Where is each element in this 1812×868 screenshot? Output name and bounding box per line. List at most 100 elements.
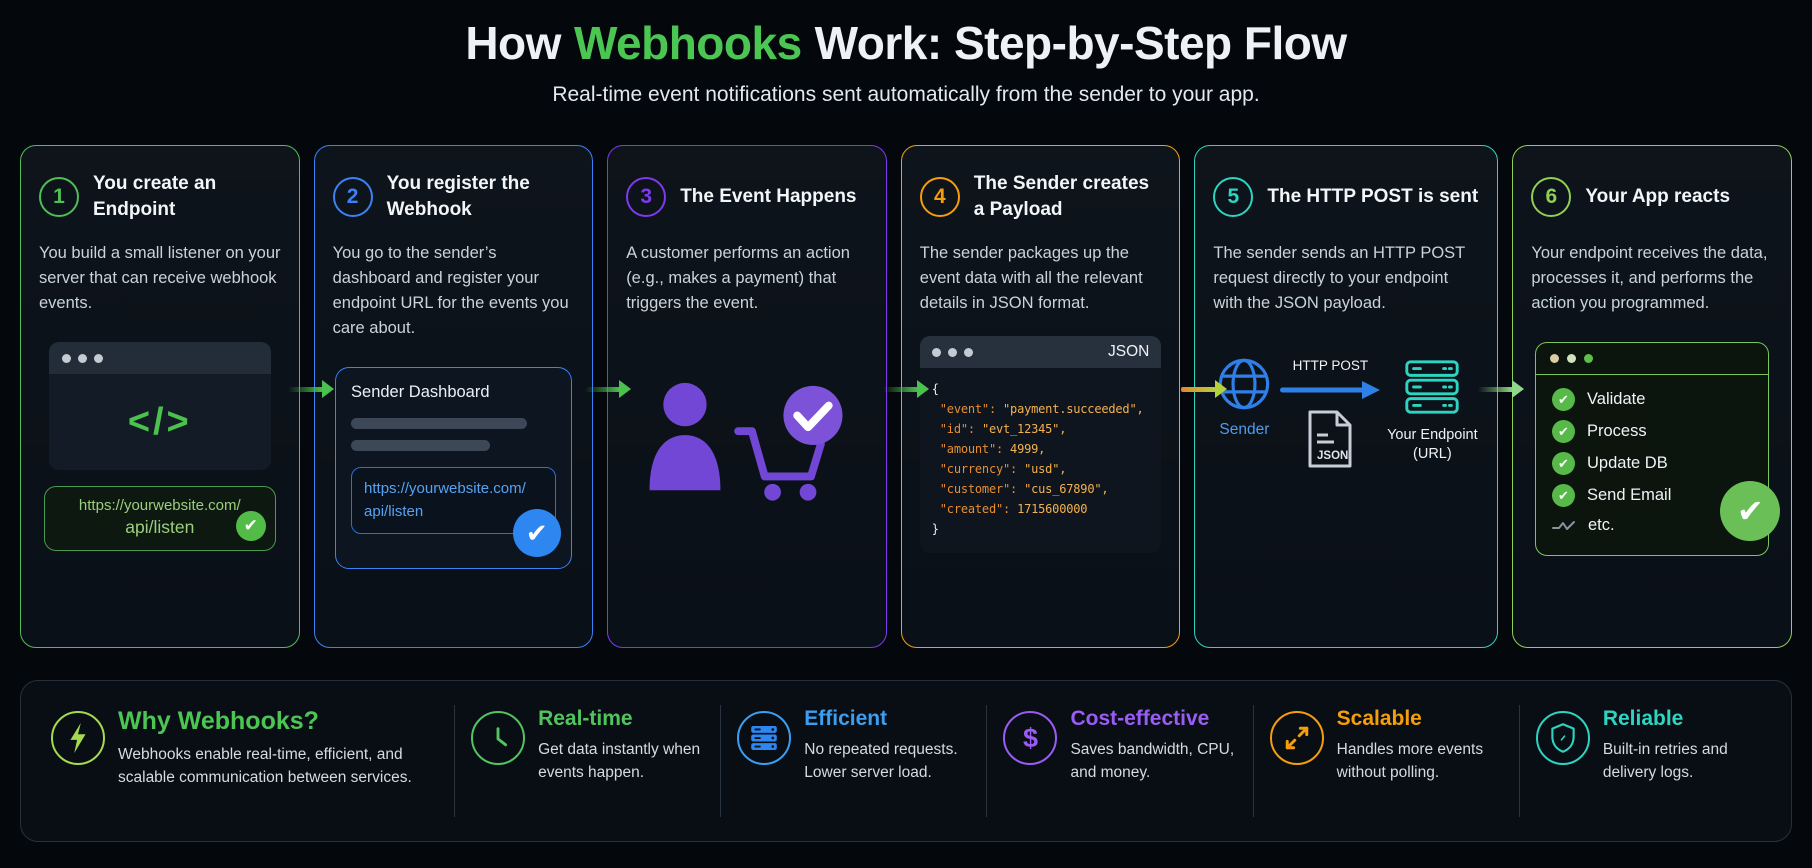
benefit-title: Cost-effective — [1070, 707, 1210, 730]
code-line: "event": "payment.succeeded", — [939, 402, 1144, 417]
step-6-header: 6 Your App reacts — [1531, 168, 1773, 226]
benefit-text: Reliable Built-in retries and delivery l… — [1603, 707, 1769, 785]
benefit-description: Built-in retries and delivery logs. — [1602, 741, 1728, 782]
step-2-header: 2 You register the Webhook — [332, 168, 575, 226]
code-line: "currency": "usd", — [939, 461, 1067, 476]
check-icon: ✔ — [1552, 420, 1575, 444]
window-dot — [931, 347, 941, 357]
step-6-number-badge: 6 — [1531, 177, 1572, 217]
window-dot — [1550, 354, 1559, 364]
step-2-description: You go to the sender’s dashboard and reg… — [332, 244, 569, 338]
svg-text:JSON: JSON — [1317, 450, 1348, 462]
page-subtitle: Real-time event notifications sent autom… — [552, 83, 1260, 106]
checklist-item: ✔Update DB — [1552, 452, 1752, 476]
browser-window: </> — [48, 342, 271, 471]
endpoint-label: Your Endpoint (URL) — [1387, 426, 1478, 464]
endpoint-column: Your Endpoint (URL) — [1385, 356, 1479, 469]
window-dot — [61, 353, 71, 363]
step-5-description: The sender sends an HTTP POST request di… — [1213, 244, 1465, 313]
benefit-title: Efficient — [804, 707, 888, 730]
customer-purchase-illustration — [626, 378, 868, 506]
json-window: JSON { "event": "payment.succeeded", "id… — [919, 336, 1162, 554]
input-url-line2: api/listen — [364, 502, 424, 520]
action-checklist: ✔Validate ✔Process ✔Update DB ✔Send Emai… — [1536, 375, 1768, 555]
benefit-why-webhooks: Why Webhooks? Webhooks enable real-time,… — [27, 705, 456, 817]
check-icon: ✔ — [1552, 484, 1575, 508]
step-1-description: You build a small listener on your serve… — [39, 244, 281, 313]
benefit-title: Real-time — [538, 707, 633, 730]
server-stack-icon — [1405, 360, 1460, 414]
window-dot — [93, 353, 103, 363]
endpoint-url-pill: https://yourwebsite.com/ api/listen ✔ — [43, 486, 276, 552]
step-3-title: The Event Happens — [680, 186, 857, 208]
server-icon — [737, 711, 792, 765]
sender-dashboard-panel: Sender Dashboard https://yourwebsite.com… — [335, 367, 572, 570]
sender-label: Sender — [1219, 421, 1270, 439]
sender-column: Sender — [1213, 356, 1275, 469]
window-dot — [77, 353, 87, 363]
app-actions-window: ✔Validate ✔Process ✔Update DB ✔Send Emai… — [1535, 342, 1781, 557]
step-6-title: Your App reacts — [1585, 186, 1731, 208]
title-prefix: How — [465, 17, 561, 69]
flow-arrow-5-6 — [1478, 379, 1525, 399]
checklist-item-etc: etc. — [1552, 516, 1752, 535]
step-4-title: The Sender creates a Payload — [973, 173, 1150, 220]
code-line: "amount": 4999, — [939, 441, 1046, 456]
lightning-icon — [51, 711, 105, 765]
http-post-illustration: Sender HTTP POST JSON — [1213, 356, 1479, 469]
benefit-description: No repeated requests. Lower server load. — [804, 741, 958, 782]
http-post-label: HTTP POST — [1292, 358, 1369, 374]
code-line: { — [931, 382, 939, 397]
input-url-line1: https://yourwebsite.com/ — [364, 480, 526, 498]
flow-arrow-3-4 — [883, 379, 929, 399]
window-body: </> — [48, 374, 271, 471]
benefit-description: Webhooks enable real-time, efficient, an… — [118, 746, 412, 787]
benefit-description: Handles more events without polling. — [1336, 741, 1484, 782]
benefit-text: Scalable Handles more events without pol… — [1337, 707, 1503, 785]
benefit-description: Get data instantly when events happen. — [538, 741, 701, 782]
check-icon: ✔ — [512, 509, 561, 558]
step-5-number-badge: 5 — [1213, 177, 1254, 217]
check-icon: ✔ — [1552, 452, 1575, 476]
benefit-efficient: Efficient No repeated requests. Lower se… — [721, 705, 988, 817]
benefits-bar: Why Webhooks? Webhooks enable real-time,… — [20, 680, 1792, 842]
step-3-header: 3 The Event Happens — [626, 168, 868, 226]
dollar-icon: $ — [1003, 711, 1058, 765]
flow-arrow-4-5 — [1180, 379, 1227, 399]
check-icon: ✔ — [235, 511, 266, 542]
json-code: { "event": "payment.succeeded", "id": "e… — [919, 368, 1162, 554]
checklist-item: ✔Process — [1552, 420, 1752, 444]
code-icon: </> — [127, 400, 192, 443]
success-check-icon: ✔ — [1720, 481, 1781, 542]
benefit-description: Saves bandwidth, CPU, and money. — [1070, 741, 1235, 782]
window-titlebar — [48, 342, 271, 375]
code-line: "created": 1715600000 — [939, 501, 1088, 516]
window-dot — [963, 347, 973, 357]
benefit-cost-effective: $ Cost-effective Saves bandwidth, CPU, a… — [987, 705, 1254, 817]
step-card-1: 1 You create an Endpoint You build a sma… — [20, 145, 300, 648]
clock-icon — [471, 711, 526, 765]
window-dot — [1584, 354, 1593, 364]
code-line: "customer": "cus_67890", — [939, 481, 1109, 496]
step-4-description: The sender packages up the event data wi… — [919, 244, 1143, 313]
step-4-number-badge: 4 — [919, 177, 960, 217]
window-titlebar: JSON — [919, 336, 1162, 369]
step-1-title: You create an Endpoint — [93, 173, 217, 220]
benefit-scalable: Scalable Handles more events without pol… — [1254, 705, 1520, 817]
window-dot — [947, 347, 957, 357]
title-highlight: Webhooks — [573, 17, 802, 69]
benefit-text: Efficient No repeated requests. Lower se… — [804, 707, 970, 785]
step-2-number-badge: 2 — [332, 177, 373, 217]
benefit-title: Reliable — [1602, 707, 1684, 730]
shield-icon — [1535, 711, 1590, 765]
flow-arrow-2-3 — [585, 379, 632, 399]
step-1-header: 1 You create an Endpoint — [39, 168, 281, 226]
arrow-right-icon — [1280, 381, 1381, 400]
json-window-label: JSON — [1108, 343, 1150, 361]
step-3-description: A customer performs an action (e.g., mak… — [626, 244, 850, 313]
step-card-4: 4 The Sender creates a Payload The sende… — [900, 145, 1181, 648]
step-card-2: 2 You register the Webhook You go to the… — [313, 145, 594, 648]
flow-arrow-1-2 — [287, 379, 334, 399]
webhook-url-input[interactable]: https://yourwebsite.com/ api/listen ✔ — [351, 467, 561, 558]
